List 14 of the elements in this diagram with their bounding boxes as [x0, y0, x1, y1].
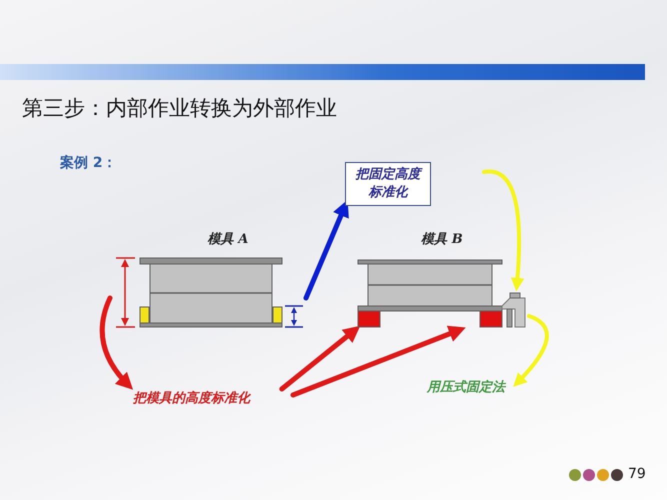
arrow	[279, 326, 360, 392]
mold-label: 模具 A	[206, 231, 250, 248]
case-label: 案例 2：	[60, 154, 117, 172]
arrow	[304, 200, 349, 300]
mold-label: 模具 B	[420, 231, 464, 248]
slide-title: 第三步：内部作业转换为外部作业	[22, 95, 337, 122]
arrow	[290, 326, 466, 398]
arrow	[513, 314, 549, 387]
callout-text: 把模具的高度标准化	[133, 389, 293, 409]
arrow	[482, 170, 524, 292]
arrow	[100, 296, 133, 390]
text-box: 把固定高度标准化	[345, 162, 431, 206]
callout-text: 用压式固定法	[427, 378, 517, 398]
page-number: 79	[628, 466, 646, 482]
